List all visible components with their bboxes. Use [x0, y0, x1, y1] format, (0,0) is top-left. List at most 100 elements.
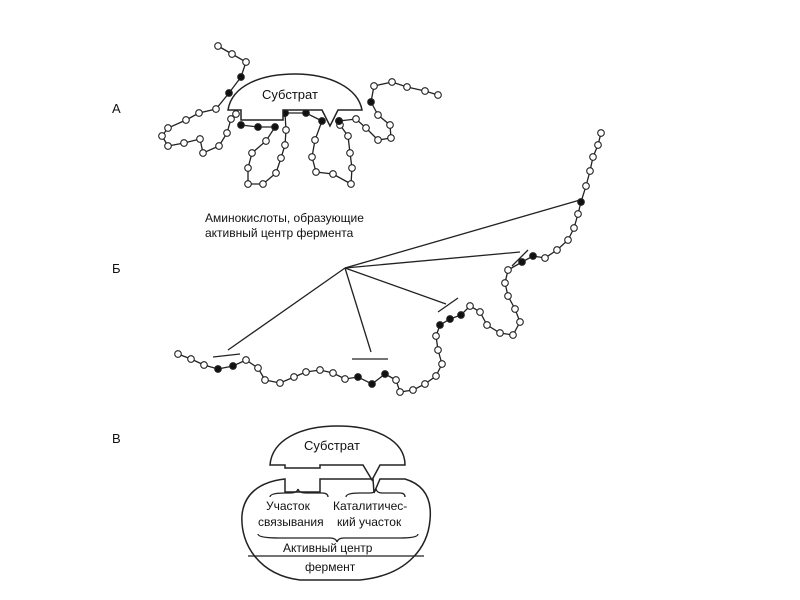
active-amino-acid [229, 362, 237, 370]
amino-acid [346, 149, 354, 157]
amino-acid [347, 180, 355, 188]
amino-acid [214, 42, 222, 50]
amino-acid [215, 142, 223, 150]
amino-acid [388, 78, 396, 86]
amino-acid [212, 105, 220, 113]
catalytic-brace [345, 488, 406, 498]
chain-backbone [177, 132, 602, 393]
amino-acid [574, 210, 582, 218]
enzyme-label: фермент [305, 560, 356, 574]
panel-a-label: А [112, 101, 121, 116]
amino-acid [570, 224, 578, 232]
amino-acid [409, 386, 417, 394]
amino-acid [509, 331, 517, 339]
amino-acid [200, 361, 208, 369]
amino-acid [597, 129, 605, 137]
amino-acid [504, 292, 512, 300]
amino-acid [182, 116, 190, 124]
panel-c-label: В [112, 431, 121, 446]
amino-acid [329, 369, 337, 377]
amino-acid [496, 329, 504, 337]
amino-acid [158, 132, 166, 140]
amino-acid [281, 141, 289, 149]
amino-acid [516, 318, 524, 326]
amino-acid [432, 372, 440, 380]
active-amino-acid [214, 365, 222, 373]
amino-acid [434, 91, 442, 99]
amino-acid [387, 134, 395, 142]
catalytic-site-line-2: кий участок [337, 515, 402, 529]
caption-line-2: активный центр фермента [205, 226, 354, 240]
pointer-lines [227, 199, 581, 353]
brackets [212, 249, 529, 360]
amino-acid [386, 121, 394, 129]
amino-acid [396, 388, 404, 396]
panel-b-label: Б [112, 261, 121, 276]
substrate-label-a: Субстрат [262, 87, 318, 102]
amino-acid [242, 356, 250, 364]
amino-acid [362, 124, 370, 132]
panel-b-chain [174, 129, 605, 396]
amino-acid [282, 126, 290, 134]
amino-acid [259, 180, 267, 188]
active-amino-acid [368, 380, 376, 388]
amino-acid [302, 368, 310, 376]
amino-acid [348, 164, 356, 172]
amino-acid [227, 115, 235, 123]
amino-acid [174, 350, 182, 358]
active-center-label: Активный центр [283, 541, 373, 555]
amino-acid [276, 379, 284, 387]
amino-acid [553, 246, 561, 254]
active-amino-acid [518, 258, 526, 266]
amino-acid [476, 308, 484, 316]
substrate-shape-a [227, 73, 363, 128]
active-amino-acid [446, 315, 454, 323]
amino-acid [311, 136, 319, 144]
amino-acid [244, 164, 252, 172]
caption-line-1: Аминокислоты, образующие [205, 211, 364, 225]
amino-acid [541, 254, 549, 262]
amino-acid [511, 305, 519, 313]
enzyme-body [241, 478, 432, 581]
amino-acid [421, 87, 429, 95]
amino-acid [374, 136, 382, 144]
amino-acid [370, 82, 378, 90]
active-amino-acid [254, 123, 262, 131]
amino-acid [248, 149, 256, 157]
panel-a: А Субстрат Аминокислоты, образующие акти… [112, 42, 442, 240]
amino-acid [344, 132, 352, 140]
panel-c: В Субстрат Участок связывания Каталитиче… [112, 425, 432, 581]
amino-acid [223, 129, 231, 137]
amino-acid [341, 375, 349, 383]
active-amino-acid [335, 117, 343, 125]
amino-acid [329, 170, 337, 178]
amino-acid [392, 376, 400, 384]
panel-b: Б [112, 129, 605, 396]
active-amino-acid [577, 198, 585, 206]
amino-acid [195, 109, 203, 117]
amino-acid [277, 154, 285, 162]
binding-site-line-2: связывания [258, 515, 324, 529]
amino-acid [421, 380, 429, 388]
amino-acid [594, 141, 602, 149]
amino-acid [242, 58, 250, 66]
amino-acid [187, 355, 195, 363]
active-amino-acid [237, 73, 245, 81]
amino-acid [483, 321, 491, 329]
amino-acid [262, 137, 270, 145]
active-amino-acid [354, 373, 362, 381]
amino-acid [438, 360, 446, 368]
panel-a-chains [158, 42, 442, 188]
binding-brace [269, 488, 329, 498]
active-amino-acid [457, 311, 465, 319]
active-amino-acid [367, 98, 375, 106]
amino-acid [434, 346, 442, 354]
amino-acid [254, 364, 262, 372]
active-amino-acid [271, 123, 279, 131]
amino-acid [403, 83, 411, 91]
amino-acid [312, 168, 320, 176]
amino-acid [504, 266, 512, 274]
binding-site-line-1: Участок [266, 499, 311, 513]
amino-acid [582, 182, 590, 190]
